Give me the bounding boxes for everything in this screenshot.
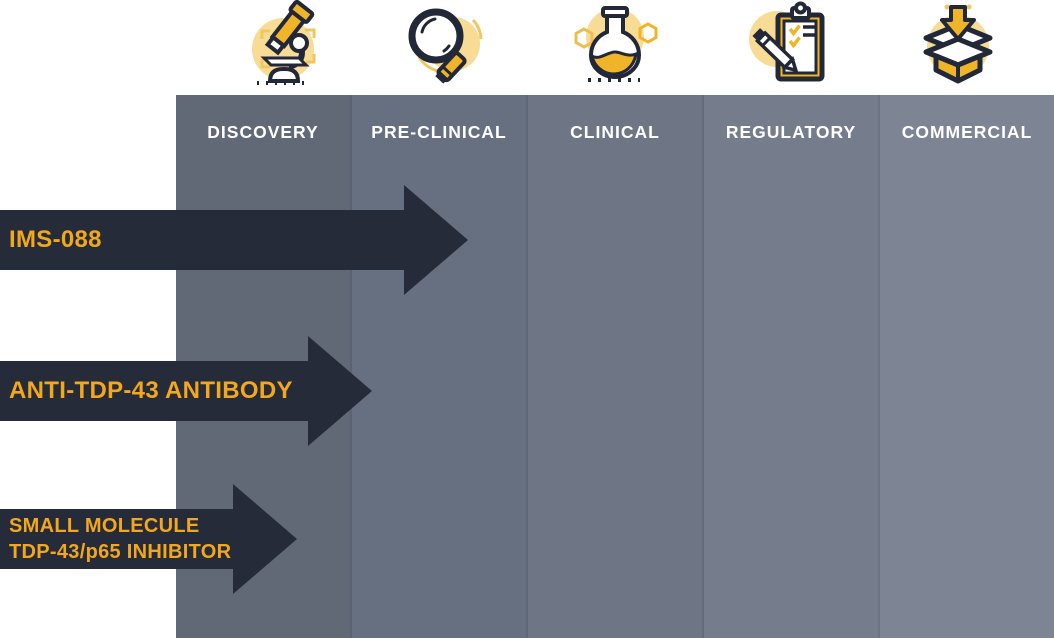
program-name-line: ANTI-TDP-43 ANTIBODY <box>9 377 293 404</box>
magnifying-glass-icon <box>396 0 490 93</box>
pipeline-program-label: IMS-088 <box>9 210 102 270</box>
program-name-line: SMALL MOLECULE <box>9 515 200 537</box>
stage-header-commercial: COMMERCIAL <box>901 122 1033 142</box>
microscope-icon <box>237 0 331 93</box>
flask-icon <box>568 0 662 93</box>
stage-column-regulatory: REGULATORY <box>702 95 878 638</box>
arrow-body <box>0 509 234 569</box>
arrow-body <box>0 210 405 270</box>
stage-header-discovery: DISCOVERY <box>207 122 319 142</box>
stage-header-preclinical: PRE-CLINICAL <box>371 122 507 142</box>
program-name-line: TDP-43/p65 INHIBITOR <box>9 541 232 563</box>
arrow-head <box>308 336 372 446</box>
open-box-icon <box>911 0 1005 93</box>
program-name-line: IMS-088 <box>9 226 102 253</box>
stage-column-commercial: COMMERCIAL <box>878 95 1054 638</box>
arrow-head <box>233 484 297 594</box>
pipeline-arrow-anti-tdp-43-antibody: ANTI-TDP-43 ANTIBODY <box>0 336 372 446</box>
arrow-head <box>404 185 468 295</box>
pipeline-arrow-ims-088: IMS-088 <box>0 185 468 295</box>
stage-column-clinical: CLINICAL <box>526 95 702 638</box>
pipeline-program-label: ANTI-TDP-43 ANTIBODY <box>9 361 293 421</box>
stage-header-clinical: CLINICAL <box>570 122 660 142</box>
stage-column-preclinical: PRE-CLINICAL <box>350 95 526 638</box>
pipeline-arrow-small-molecule-inhibitor: SMALL MOLECULE TDP-43/p65 INHIBITOR <box>0 484 297 594</box>
arrow-body <box>0 361 309 421</box>
stage-header-regulatory: REGULATORY <box>725 122 857 142</box>
clipboard-checklist-icon <box>744 0 838 93</box>
stage-columns: DISCOVERY PRE-CLINICAL CLINICAL REGULATO… <box>176 95 1054 638</box>
pipeline-program-label: SMALL MOLECULE TDP-43/p65 INHIBITOR <box>9 509 231 569</box>
